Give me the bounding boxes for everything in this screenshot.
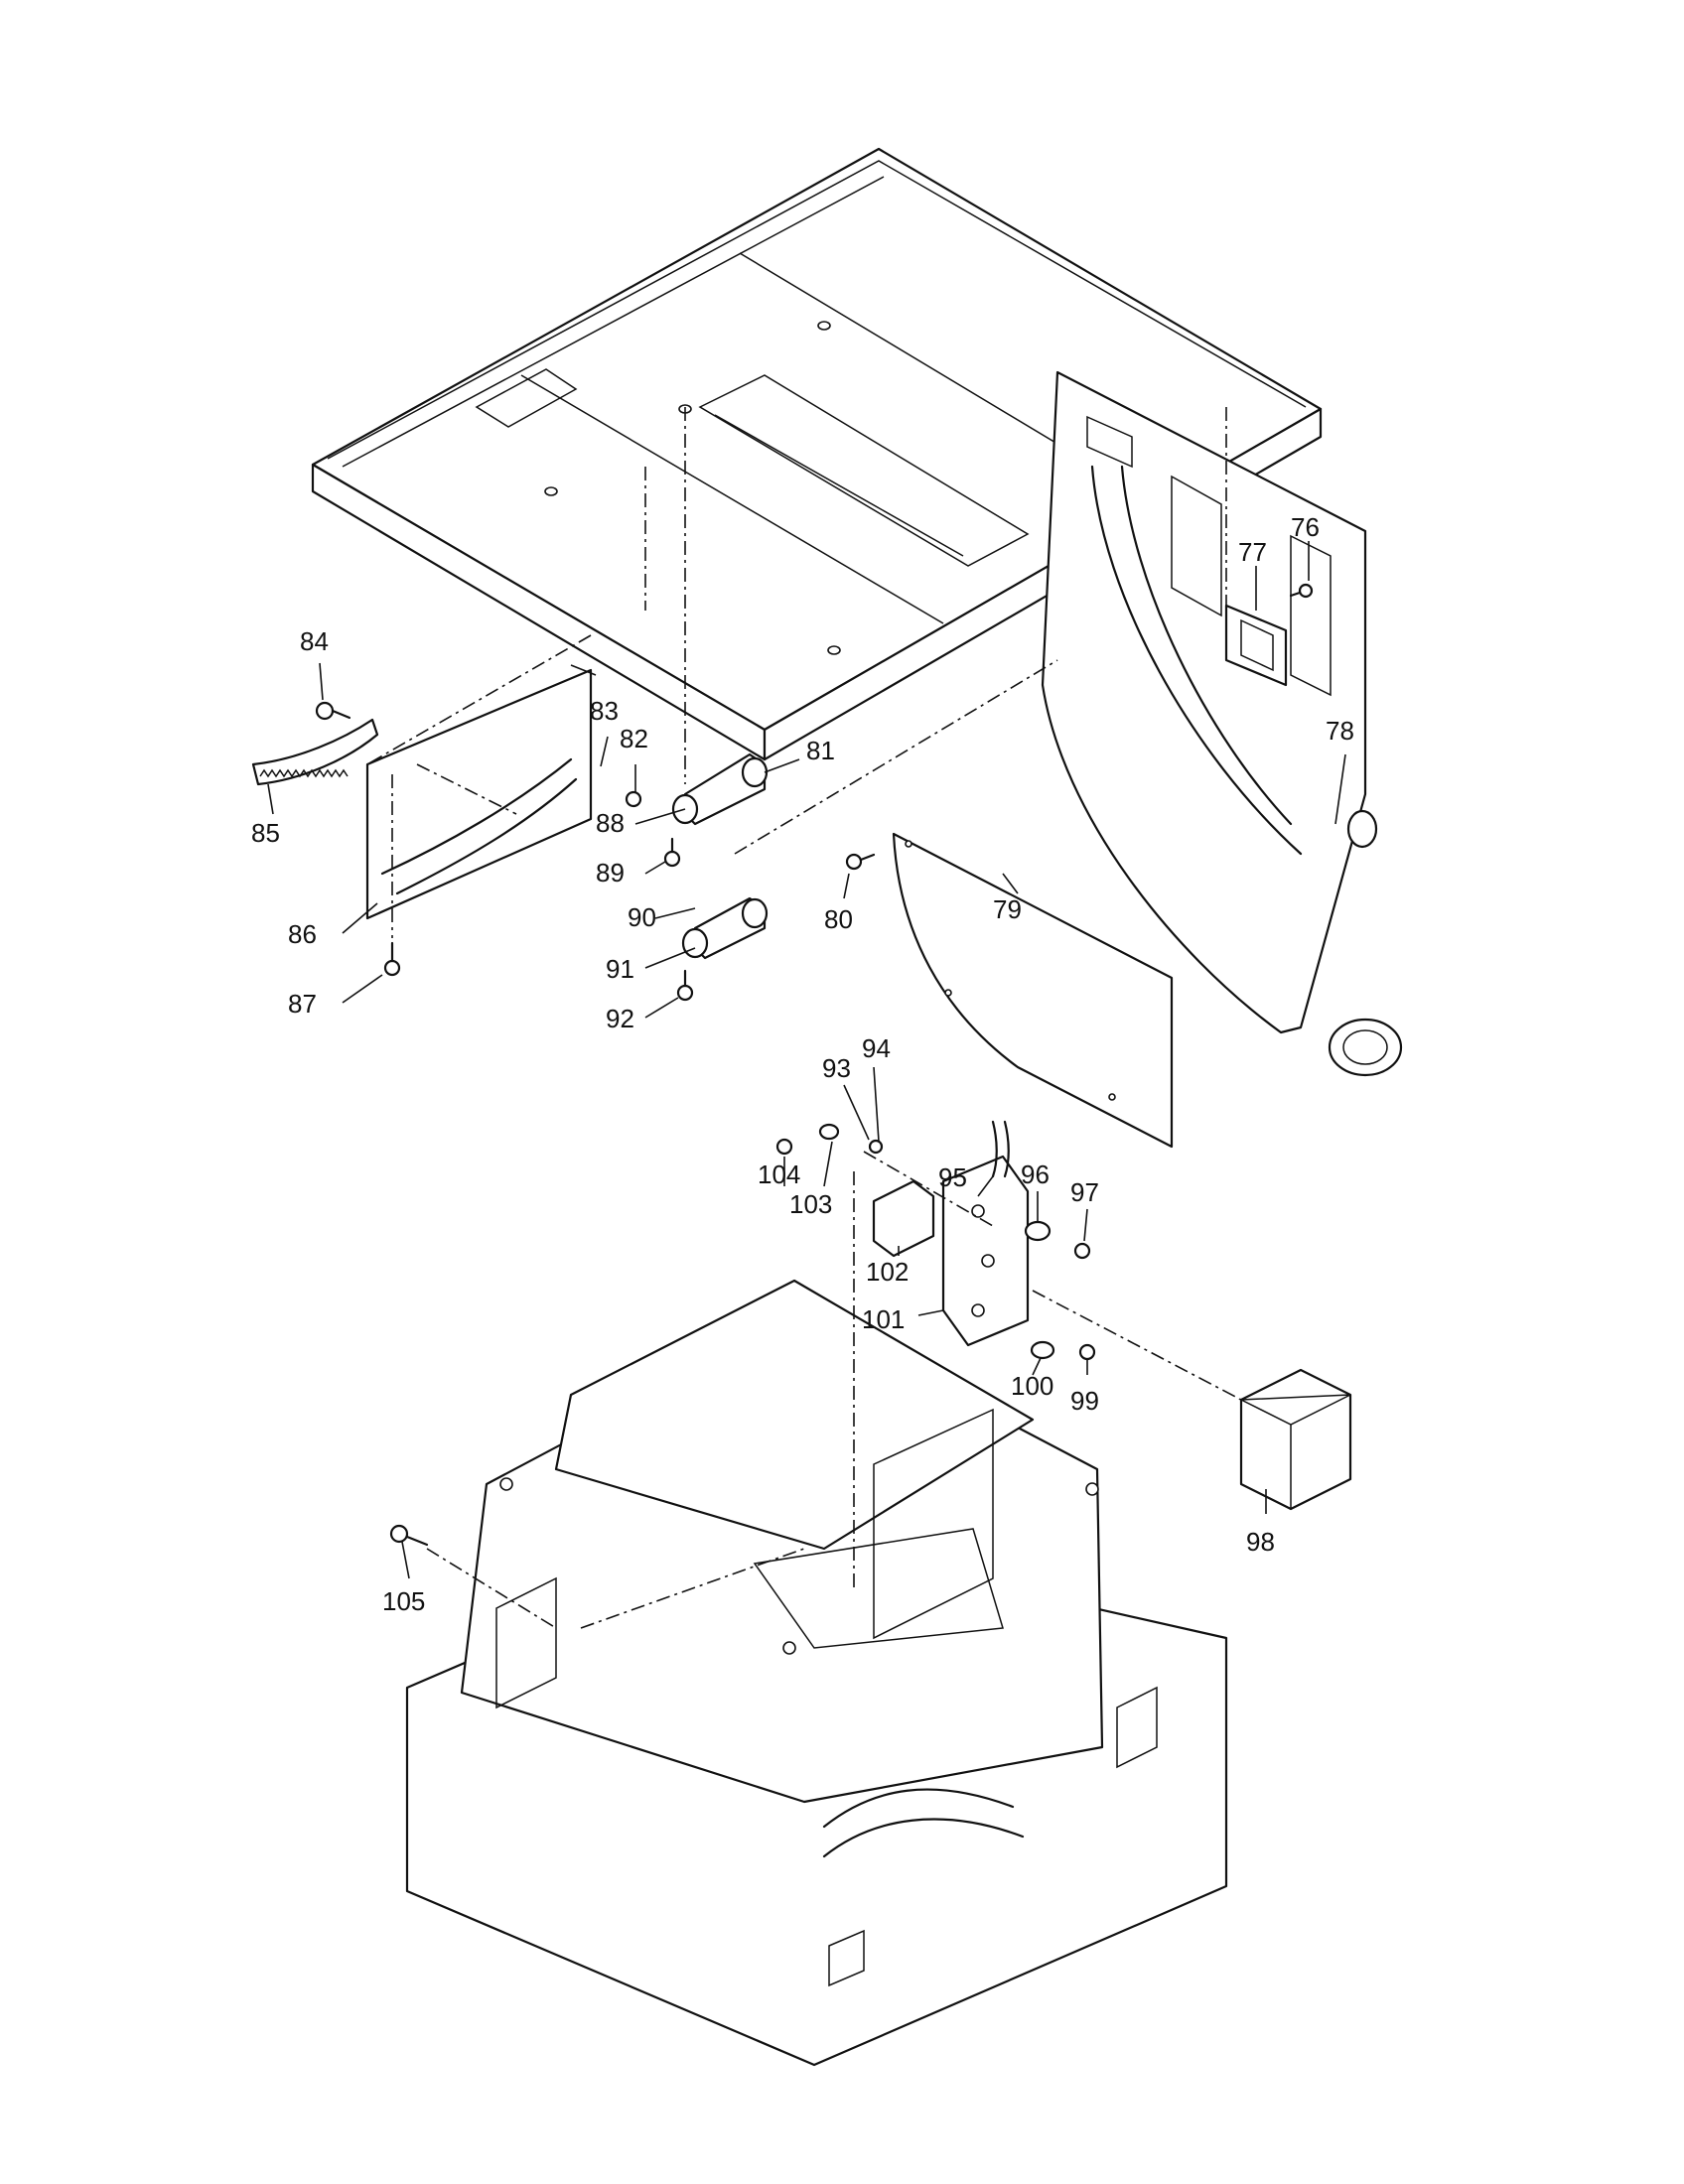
callout-90: 90 bbox=[628, 902, 656, 932]
callout-76: 76 bbox=[1291, 512, 1320, 542]
callout-79: 79 bbox=[993, 894, 1022, 924]
trunnion-assembly bbox=[671, 752, 769, 960]
callout-92: 92 bbox=[606, 1004, 634, 1033]
callout-97: 97 bbox=[1070, 1177, 1099, 1207]
tilt-panel bbox=[365, 664, 597, 920]
callout-83: 83 bbox=[590, 696, 619, 726]
callout-101: 101 bbox=[862, 1304, 905, 1334]
motor-cover bbox=[1238, 1368, 1352, 1511]
callout-77: 77 bbox=[1238, 537, 1267, 567]
callout-82: 82 bbox=[620, 724, 648, 753]
callout-91: 91 bbox=[606, 954, 634, 984]
switch-bracket bbox=[1224, 604, 1288, 687]
assembly-lines bbox=[366, 407, 1242, 1629]
callout-95: 95 bbox=[938, 1162, 967, 1192]
callout-98: 98 bbox=[1246, 1527, 1275, 1557]
callout-78: 78 bbox=[1326, 716, 1354, 746]
callout-88: 88 bbox=[596, 808, 625, 838]
callout-87: 87 bbox=[288, 989, 317, 1019]
callout-84: 84 bbox=[300, 626, 329, 656]
leader-lines bbox=[267, 541, 1346, 1579]
callout-85: 85 bbox=[251, 818, 280, 848]
callout-86: 86 bbox=[288, 919, 317, 949]
callout-labels: 76 77 78 79 80 81 82 83 84 85 86 87 88 8… bbox=[251, 512, 1354, 1616]
callout-99: 99 bbox=[1070, 1386, 1099, 1416]
base-cabinet bbox=[405, 1279, 1228, 2067]
callout-104: 104 bbox=[758, 1160, 800, 1189]
switch-assembly bbox=[775, 1120, 1055, 1360]
quadrant-gear bbox=[251, 718, 379, 786]
callout-80: 80 bbox=[824, 904, 853, 934]
callout-89: 89 bbox=[596, 858, 625, 887]
callout-103: 103 bbox=[789, 1189, 832, 1219]
callout-94: 94 bbox=[862, 1033, 891, 1063]
blade-guard-housing bbox=[1041, 370, 1403, 1077]
callout-105: 105 bbox=[382, 1586, 425, 1616]
callout-81: 81 bbox=[806, 736, 835, 765]
callout-93: 93 bbox=[822, 1053, 851, 1083]
guard-panel bbox=[892, 832, 1174, 1149]
callout-100: 100 bbox=[1011, 1371, 1053, 1401]
callout-96: 96 bbox=[1021, 1160, 1050, 1189]
callout-102: 102 bbox=[866, 1257, 909, 1287]
